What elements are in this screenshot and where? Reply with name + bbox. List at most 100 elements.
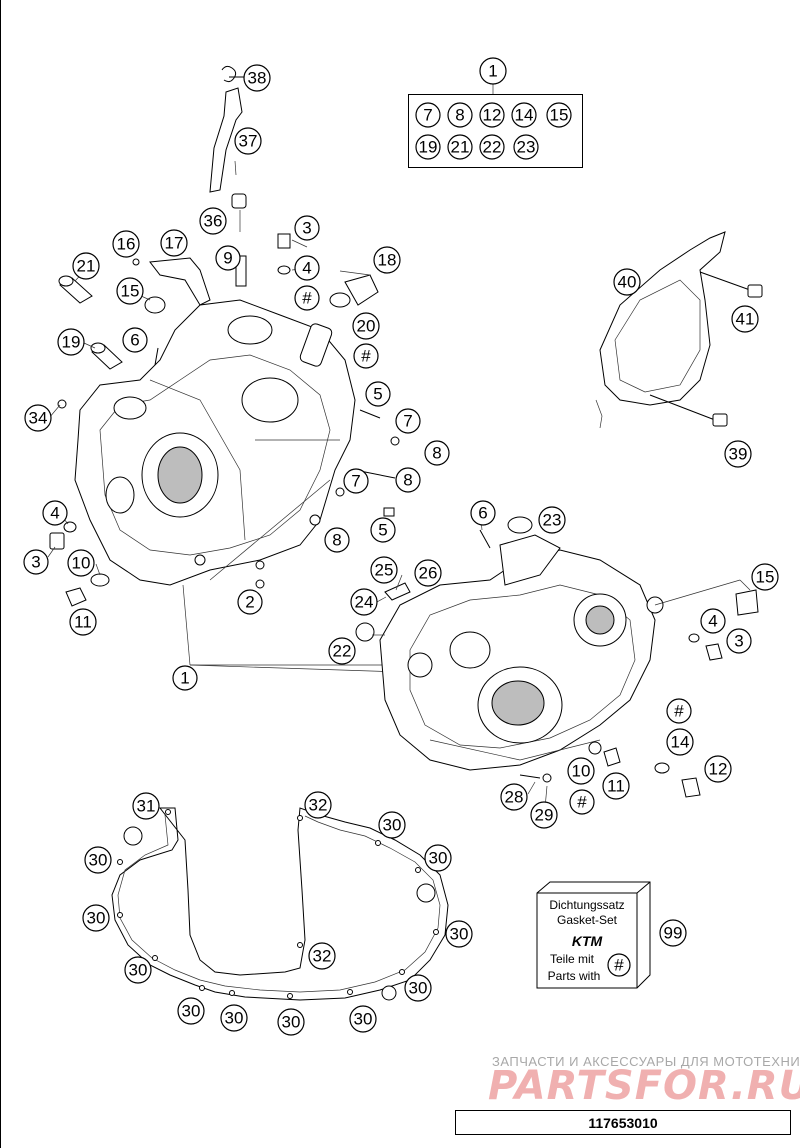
callout-39: 39 [724,440,752,468]
callout-label: 30 [354,1010,373,1029]
left-frame-border [0,0,1,1148]
callout-15: 15 [751,563,779,591]
kit-member-14: 14 [511,102,537,128]
callout-label: 4 [302,259,311,278]
kit-member-label: 19 [419,138,438,157]
callout-label: 17 [165,234,184,253]
callout-label: 8 [432,444,441,463]
callout-hash: # [353,343,379,369]
callout-11: 11 [602,772,630,800]
callout-30: 30 [378,811,406,839]
left-loose-parts [49,233,400,607]
callout-label: 8 [332,531,341,550]
callout-2: 2 [237,589,263,615]
callout-label: 30 [429,849,448,868]
callout-16: 16 [112,230,140,258]
callout-label: 21 [77,257,96,276]
callout-5: 5 [365,381,391,407]
kit-member-21: 21 [447,134,473,160]
callout-10: 10 [67,549,95,577]
kit-group-box [408,94,583,168]
callout-label: 30 [89,851,108,870]
callout-label: 30 [225,1009,244,1028]
callout-6: 6 [470,500,496,526]
callout-label: 34 [29,409,48,428]
callout-label: 6 [478,504,487,523]
callout-19: 19 [57,328,85,356]
callout-label: 30 [282,1013,301,1032]
callout-label: 22 [333,642,352,661]
callout-label: 28 [505,788,524,807]
callout-34: 34 [24,404,52,432]
callout-label: 32 [309,796,328,815]
callout-8: 8 [324,527,350,553]
callout-8: 8 [395,467,421,493]
callout-label: 19 [62,333,81,352]
callout-31: 31 [132,792,160,820]
callout-label: 3 [734,632,743,651]
gasket-set-line1: Dichtungssatz [549,898,624,912]
callout-label: 15 [756,568,775,587]
kit-member-label: 22 [483,138,502,157]
kit-member-label: 12 [483,106,502,125]
callout-label: 16 [117,235,136,254]
callout-30: 30 [404,974,432,1002]
callout-25: 25 [370,556,398,584]
callout-label: 4 [708,612,717,631]
callout-18: 18 [373,246,401,274]
callout-30: 30 [220,1004,248,1032]
callout-11: 11 [69,608,97,636]
callout-3: 3 [294,215,320,241]
callout-30: 30 [445,920,473,948]
callout-17: 17 [160,229,188,257]
callout-3: 3 [23,549,49,575]
callout-6: 6 [122,327,148,353]
callout-32: 32 [308,942,336,970]
kit-member-23: 23 [513,134,539,160]
callout-label: 10 [572,762,591,781]
sprocket-cover [595,231,763,429]
callout-label: 18 [378,251,397,270]
callout-23: 23 [538,506,566,534]
callout-label: 39 [729,445,748,464]
callout-28: 28 [500,783,528,811]
callout-label: 30 [409,979,428,998]
gasket-set-ref: 99 [664,924,683,943]
gasket-set-brand: KTM [572,933,603,949]
callout-7: 7 [343,468,369,494]
callout-41: 41 [731,305,759,333]
callout-hash: # [666,698,692,724]
callout-29: 29 [530,801,558,829]
callout-label: 7 [351,472,360,491]
callout-label: 31 [137,797,156,816]
callout-label: 32 [313,947,332,966]
callout-label: 4 [50,504,59,523]
callout-8: 8 [424,440,450,466]
kit-member-label: 7 [423,106,432,125]
right-crankcase-half [379,516,664,771]
callout-5: 5 [370,517,396,543]
callout-38: 38 [243,64,271,92]
callout-label: 3 [31,553,40,572]
callout-9: 9 [215,245,241,271]
diagram-code: 117653010 [455,1110,791,1135]
callout-label: 40 [618,273,637,292]
callout-label: 30 [383,816,402,835]
callout-30: 30 [177,997,205,1025]
watermark-logo: PARTSFOR.RU [488,1063,800,1109]
kit-member-label: 21 [451,138,470,157]
callout-label: 2 [245,593,254,612]
callout-label: 30 [129,961,148,980]
callout-label: 5 [378,521,387,540]
callout-label: 41 [736,310,755,329]
callout-label: 9 [223,249,232,268]
callout-label: 3 [302,219,311,238]
callout-30: 30 [424,844,452,872]
callout-21: 21 [72,252,100,280]
callout-label: 6 [130,331,139,350]
callout-4: 4 [42,500,68,526]
callout-30: 30 [277,1008,305,1036]
kit-member-8: 8 [447,102,473,128]
